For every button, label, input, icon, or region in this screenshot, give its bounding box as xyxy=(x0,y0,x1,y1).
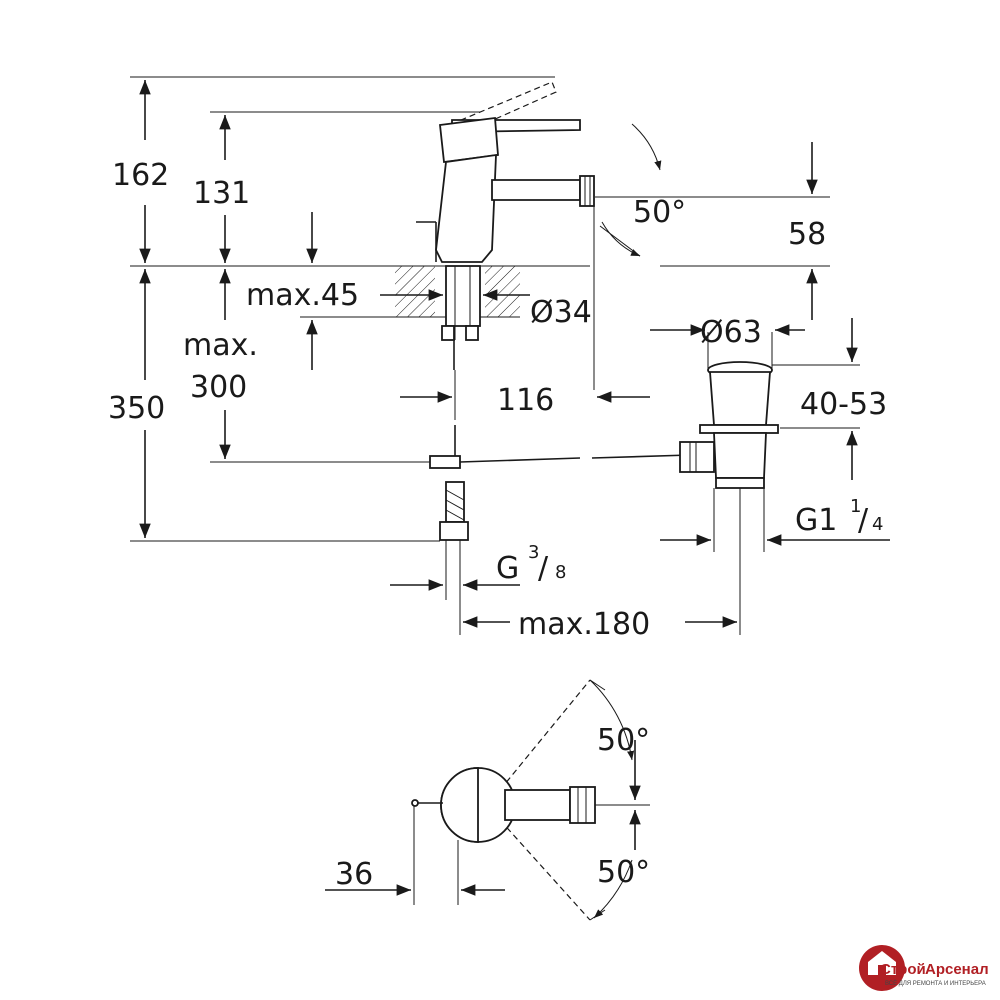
drain-tail xyxy=(713,432,767,479)
svg-text:4: 4 xyxy=(872,514,883,535)
house-icon xyxy=(868,951,896,975)
linkage-clamp xyxy=(429,455,461,469)
dim-g1-1-4: G1 1 / 4 xyxy=(795,496,883,538)
swing-line-bottom xyxy=(499,819,591,921)
mixer-body xyxy=(435,153,497,263)
pull-rod xyxy=(459,457,581,463)
cartridge-cap xyxy=(439,116,499,164)
dim-350: 350 xyxy=(108,391,165,426)
connector-g38 xyxy=(439,521,469,541)
dim-max45: max.45 xyxy=(246,278,359,313)
deck-hatch-left xyxy=(395,266,435,317)
dim-plan-angle-bottom: 50° xyxy=(597,855,650,890)
svg-text:8: 8 xyxy=(555,562,566,583)
dim-max300-line2: 300 xyxy=(190,370,247,405)
dim-131: 131 xyxy=(193,176,250,211)
plan-nozzle xyxy=(569,786,596,824)
svg-text:/: / xyxy=(858,503,869,538)
dim-36: 36 xyxy=(335,857,373,892)
dim-g-3-8: G 3 / 8 xyxy=(496,542,566,586)
dim-max180: max.180 xyxy=(518,607,650,642)
spout-nozzle xyxy=(579,175,595,207)
dim-plan-angle-top: 50° xyxy=(597,723,650,758)
plan-view: 50° 50° 36 xyxy=(325,679,650,921)
dim-angle-top: 50° xyxy=(633,195,686,230)
logo-tagline: ВСЁ ДЛЯ РЕМОНТА И ИНТЕРЬЕРА xyxy=(885,980,986,987)
drain-flange xyxy=(699,424,779,434)
deck-hatch-right xyxy=(485,266,520,317)
popup-rod xyxy=(416,221,437,262)
dim-d34: Ø34 xyxy=(530,295,592,330)
dim-max300-line1: max. xyxy=(183,328,258,363)
spout xyxy=(491,179,581,201)
dim-40-53: 40-53 xyxy=(800,387,887,422)
svg-text:G: G xyxy=(496,551,519,586)
svg-text:1: 1 xyxy=(850,496,861,517)
svg-text:G1: G1 xyxy=(795,503,837,538)
side-view: 162 131 350 max. 300 max.45 Ø34 50° 58 Ø… xyxy=(108,76,890,642)
svg-text:/: / xyxy=(538,551,549,586)
plan-spout xyxy=(504,789,571,821)
pivot-nut xyxy=(679,441,715,473)
swing-line-top xyxy=(499,679,591,791)
logo-brand-part2: Арсенал xyxy=(925,961,989,978)
dim-d63: Ø63 xyxy=(700,315,762,350)
drain-body xyxy=(709,371,771,426)
logo-brand-part1: Строй xyxy=(880,961,926,978)
dim-162: 162 xyxy=(112,158,169,193)
dim-116: 116 xyxy=(497,383,554,418)
dim-58: 58 xyxy=(788,217,826,252)
store-logo: Строй Арсенал ВСЁ ДЛЯ РЕМОНТА И ИНТЕРЬЕР… xyxy=(859,945,989,991)
svg-text:3: 3 xyxy=(528,542,539,563)
shank xyxy=(445,265,481,327)
plan-lever xyxy=(440,767,479,843)
